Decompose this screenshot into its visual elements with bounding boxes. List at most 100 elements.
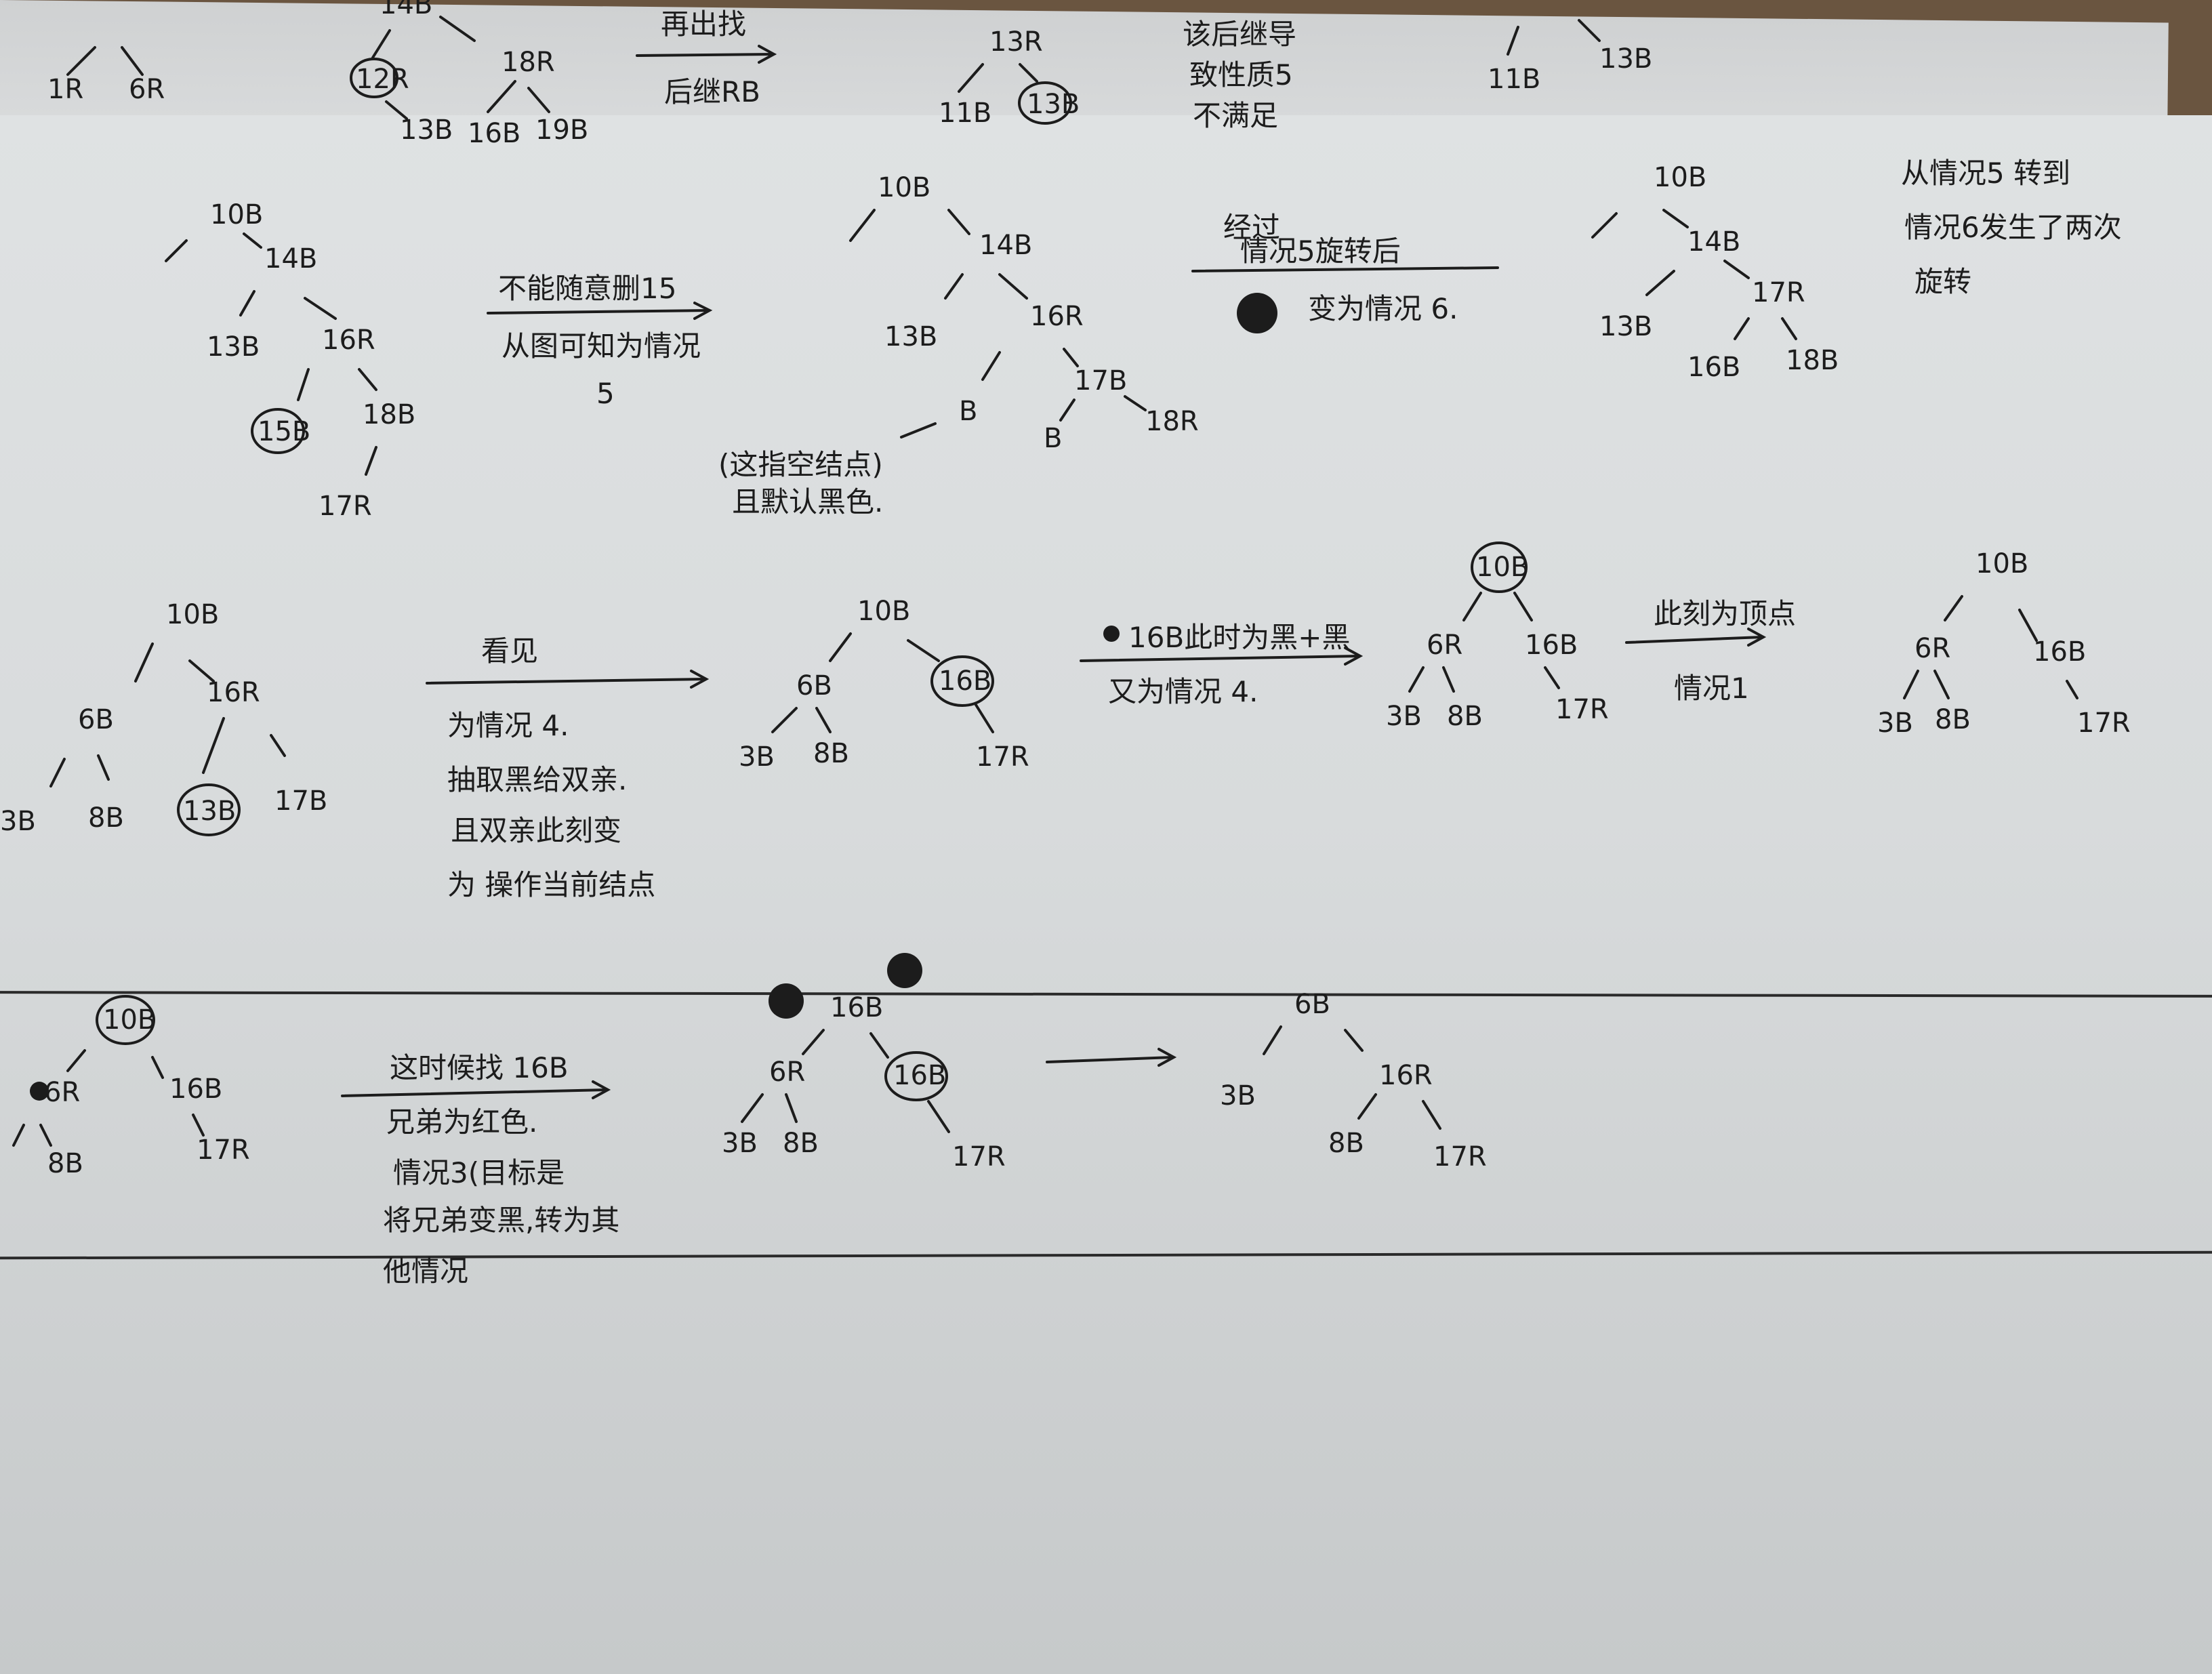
node: 10B — [1975, 548, 2028, 579]
node: 16R — [1379, 1060, 1433, 1091]
node: 8B — [783, 1128, 819, 1159]
note-line: 不满足 — [1193, 99, 1278, 132]
node: 6R — [1914, 633, 1950, 664]
node: 11B — [1488, 64, 1540, 95]
node: 8B — [1447, 701, 1483, 732]
arrow-note: 将兄弟变黑,转为其 — [383, 1204, 619, 1237]
node: 11B — [939, 98, 991, 129]
node: 10B — [878, 172, 930, 203]
arrow-label: 从图可知为情况 — [501, 329, 701, 363]
paper-sheet-main — [0, 115, 2212, 1674]
node: 3B — [1877, 708, 1913, 739]
node: 17R — [197, 1135, 250, 1166]
arrow-label: 情况1 — [1674, 672, 1749, 705]
node: 3B — [722, 1128, 758, 1159]
arrow-label: 再出找 — [661, 7, 746, 41]
node: 16B — [468, 118, 520, 149]
node: 18B — [1786, 345, 1839, 376]
node: B — [1044, 423, 1062, 454]
arrow — [487, 309, 710, 314]
arrow — [1080, 655, 1360, 662]
arrow-label: 后继RB — [664, 75, 760, 108]
node: 16R — [207, 677, 260, 708]
node: 3B — [1386, 701, 1422, 732]
scribble-mark — [1237, 293, 1277, 333]
node: 3B — [739, 741, 775, 773]
arrow — [341, 1088, 608, 1097]
node: 13B — [884, 321, 937, 352]
arrow — [636, 53, 774, 57]
circle-mark — [1018, 81, 1072, 125]
node: 10B — [857, 596, 910, 627]
arrow-label: 不能随意删15 — [498, 272, 676, 305]
transition-note: 经过 — [1223, 211, 1280, 244]
arrow — [1046, 1056, 1174, 1063]
node: 16B — [1687, 352, 1740, 383]
node: 10B — [166, 599, 219, 630]
node: 14B — [264, 243, 317, 274]
arrow-note: 抽取黑给双亲. — [447, 763, 627, 796]
arrow-note: 兄弟为红色. — [386, 1105, 537, 1139]
scribble-mark — [769, 983, 804, 1019]
node: 13B — [1599, 311, 1652, 342]
node: 17B — [274, 785, 327, 817]
nil-note: (这指空结点) — [718, 448, 883, 481]
node: 13B — [207, 331, 260, 363]
top-strip: 14B 12R 13B 18R 16B 19B 6R 1R 再出找 后继RB 1… — [47, 0, 1652, 149]
circle-mark — [1471, 542, 1528, 593]
transition-note: 情况5旋转后 — [1240, 234, 1401, 268]
arrow-label: 此刻为顶点 — [1654, 597, 1796, 630]
node: 13B — [1027, 89, 1080, 120]
node: 13R — [989, 26, 1043, 58]
circle-mark — [930, 655, 994, 707]
node: 16B — [1525, 630, 1578, 661]
row1: 10B 14B 13B 16R 15B 18B 17R 不能随意删15 从图可知… — [165, 157, 2122, 522]
note-line: 致性质5 — [1189, 58, 1293, 91]
node: 16B — [2033, 636, 2086, 668]
arrow-label: 看见 — [481, 634, 538, 668]
node: 17R — [952, 1141, 1006, 1172]
circle-mark — [96, 995, 155, 1045]
note-line: 该后继导 — [1183, 18, 1296, 51]
node: 17R — [1555, 694, 1609, 725]
node: 16B — [893, 1060, 946, 1091]
node: 8B — [1935, 704, 1971, 735]
node: 14B — [1687, 226, 1740, 258]
nil-note: 且默认黑色. — [732, 485, 883, 518]
node: 13B — [183, 796, 236, 827]
arrow-note: 为 操作当前结点 — [447, 868, 655, 901]
node: 16R — [1030, 301, 1084, 332]
node: 3B — [0, 806, 36, 837]
node: 13B — [1599, 43, 1652, 75]
node: 6R — [129, 74, 165, 105]
arrow-label: 16B此时为黑+黑 — [1128, 621, 1350, 654]
node: 17R — [1433, 1141, 1487, 1172]
node: 12R — [356, 64, 409, 95]
node: 17R — [976, 741, 1029, 773]
circle-mark — [251, 408, 305, 454]
right-note: 情况6发生了两次 — [1904, 211, 2122, 244]
node: 18R — [501, 47, 555, 78]
node: 18B — [363, 399, 415, 430]
scribble-mark — [887, 953, 922, 988]
node: 17R — [319, 491, 372, 522]
node: 6B — [1294, 989, 1330, 1020]
circle-mark — [177, 783, 241, 836]
arrow-note: 为情况 4. — [447, 709, 569, 742]
node: 15B — [258, 416, 310, 447]
node: 6R — [44, 1077, 80, 1108]
arrow-note: 情况3(目标是 — [393, 1156, 565, 1189]
node: 6R — [769, 1057, 805, 1088]
row2: 10B 6B 16R 3B 8B 13B 17B 看见 为情况 4. 抽取黑给双… — [0, 542, 2131, 901]
node: 17B — [1074, 365, 1127, 396]
node: 8B — [813, 738, 849, 769]
arrow — [1625, 636, 1763, 644]
arrow — [426, 678, 706, 685]
circle-mark — [350, 58, 398, 98]
node: 13B — [400, 115, 453, 146]
node: 10B — [103, 1004, 156, 1036]
node: 14B — [380, 0, 432, 20]
circle-mark — [884, 1051, 948, 1101]
arrow-label: 这时候找 16B — [390, 1051, 569, 1084]
